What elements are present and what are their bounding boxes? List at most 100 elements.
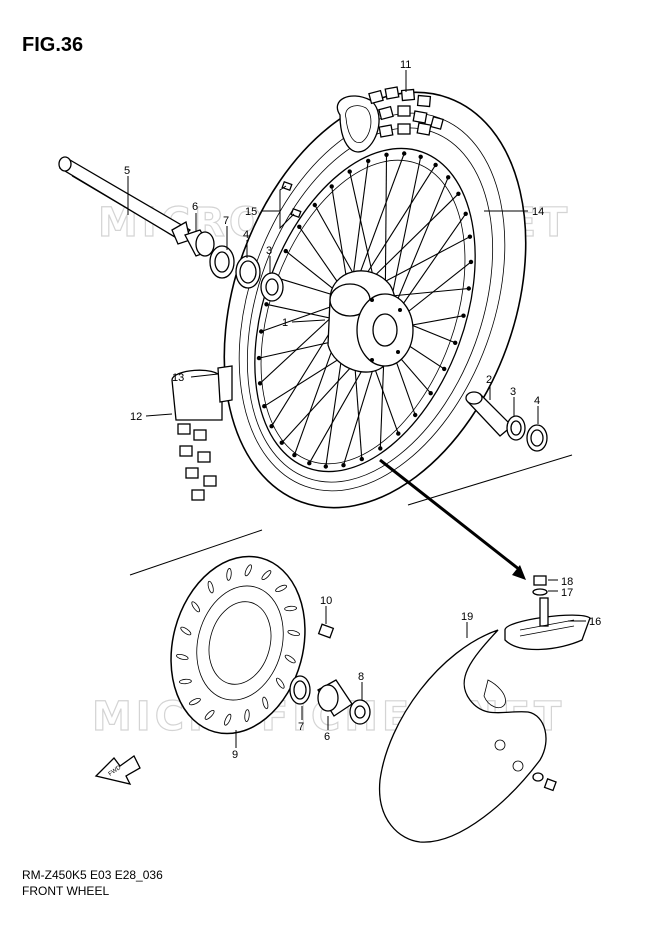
cover-bolt [532, 772, 557, 792]
spoke-nipple [329, 184, 334, 189]
spoke-nipple [446, 175, 451, 180]
callout-1: 1 [282, 317, 288, 329]
disc-vent [276, 677, 285, 689]
spoke-nipple [433, 162, 438, 168]
callout-17: 17 [561, 587, 573, 599]
bearing-left-inner [260, 272, 284, 302]
disc-vent [244, 709, 250, 722]
spoke-nipple [269, 424, 274, 429]
spoke-nipple [312, 202, 317, 208]
tube-valve [504, 597, 591, 651]
disc-vent [207, 580, 214, 594]
callout-15: 15 [245, 206, 257, 218]
collar-right [317, 679, 353, 717]
spoke-nipple [297, 224, 302, 229]
oil-seal-left [209, 245, 235, 279]
disc-vent [179, 678, 192, 685]
callout-13: 13 [172, 372, 184, 384]
disc-vent [180, 626, 192, 636]
callout-14: 14 [532, 206, 544, 218]
spoke-nipple [359, 456, 364, 462]
disc-vent [176, 653, 189, 661]
disc-vent [224, 713, 232, 726]
spoke-nipple [257, 381, 263, 386]
callout-5: 5 [124, 165, 130, 177]
callout-4: 4 [243, 229, 249, 241]
callout-12: 12 [130, 411, 142, 423]
spoke-nipple [378, 446, 383, 451]
disc-vent [191, 601, 200, 613]
bearing-left [235, 255, 261, 289]
callout-3: 3 [266, 245, 272, 257]
disc-vent [244, 564, 252, 577]
callout-6b: 6 [324, 731, 330, 743]
figure-title: FIG.36 [22, 34, 84, 56]
spoke-nipple [347, 169, 352, 174]
disc-vent [188, 697, 201, 706]
spoke-nipple [384, 152, 389, 157]
callout-10: 10 [320, 595, 332, 607]
spoke-nipple [468, 259, 474, 265]
spoke-nipple [453, 340, 458, 345]
disc-vent [204, 709, 215, 720]
spoke-nipple [402, 151, 407, 156]
hub [327, 270, 414, 373]
callout-7: 7 [223, 215, 229, 227]
spoke-nipple [456, 191, 461, 196]
spoke-nipple [264, 302, 269, 307]
spoke-nipple [366, 158, 371, 164]
figure-name: FRONT WHEEL [22, 884, 110, 898]
callout-16: 16 [589, 616, 601, 628]
rim-band [171, 365, 233, 501]
callout-8: 8 [358, 671, 364, 683]
tire-tread-top [368, 86, 444, 138]
callout-18: 18 [561, 576, 573, 588]
spoke-nipple [428, 391, 433, 396]
spoke-nipple [463, 211, 468, 216]
disc-vent [261, 570, 272, 581]
callouts: 11 5 6 7 4 3 15 14 1 13 12 2 3 4 10 18 1… [124, 59, 601, 761]
spoke-nipple [279, 440, 284, 445]
rim-lock [336, 95, 380, 153]
bearing-right [526, 424, 548, 452]
detail-arrow [379, 458, 526, 580]
valve-nut [532, 575, 548, 596]
fwd-arrow-icon: FWD [94, 755, 141, 785]
spoke-nipple [461, 313, 466, 318]
disc-cover [378, 629, 547, 843]
callout-11: 11 [400, 59, 411, 71]
spoke-nipple [418, 154, 423, 159]
collar-left [184, 229, 215, 257]
spoke-nipple [466, 286, 471, 291]
oil-seal-right [289, 675, 311, 705]
brake-disc [170, 555, 306, 735]
disc-vent [284, 654, 296, 664]
spoke-nipple [259, 329, 264, 334]
callout-7b: 7 [298, 721, 304, 733]
callout-3b: 3 [510, 386, 516, 398]
spoke-nipple [292, 452, 297, 458]
guide-lines [129, 454, 573, 576]
spoke-nipple [262, 404, 267, 409]
axle [58, 156, 192, 245]
model-code: RM-Z450K5 E03 E28_036 [22, 868, 163, 882]
spoke-nipple [323, 464, 328, 469]
collar-spacer [349, 699, 371, 725]
spoke-nipple [341, 463, 346, 468]
callout-9: 9 [232, 749, 238, 761]
disc-vent [226, 568, 232, 581]
spoke-nipple [442, 366, 447, 372]
callout-2: 2 [486, 374, 492, 386]
spoke-nipple [307, 461, 312, 466]
disc-vent [275, 584, 288, 593]
callout-4b: 4 [534, 395, 540, 407]
disc-vent [287, 629, 300, 637]
callout-19: 19 [461, 611, 473, 623]
spoke-nipple [256, 355, 262, 361]
spoke-nipple [467, 234, 473, 239]
spoke-nipple [283, 248, 288, 254]
callout-6: 6 [192, 201, 198, 213]
leader-lines [127, 70, 586, 748]
spoke-nipple [396, 431, 401, 436]
